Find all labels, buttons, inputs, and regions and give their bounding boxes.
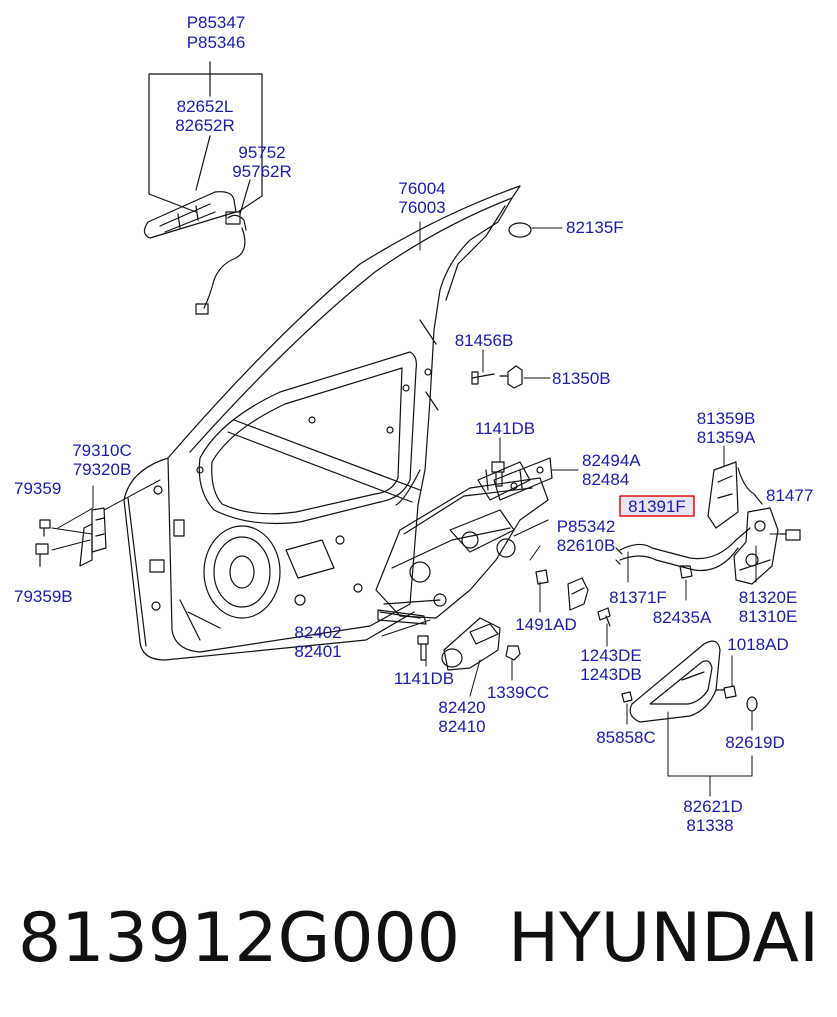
leader-lines xyxy=(51,221,781,797)
label-81359A: 81359A xyxy=(697,428,756,447)
part-number-caption: 813912G000 xyxy=(18,898,461,978)
label-82484: 82484 xyxy=(582,470,629,489)
label-79359B: 79359B xyxy=(14,587,73,606)
inside-handle-cable-81371F xyxy=(615,527,751,572)
label-95762R: 95762R xyxy=(232,162,292,181)
label-82435A: 82435A xyxy=(653,608,712,627)
clip-1491AD xyxy=(535,569,549,585)
latch-screw-81477 xyxy=(779,529,801,541)
label-82410: 82410 xyxy=(438,717,485,736)
label-81350B: 81350B xyxy=(552,369,611,388)
screw-1018AD xyxy=(715,685,737,699)
striker-81350B xyxy=(499,365,523,389)
label-82401: 82401 xyxy=(294,642,341,661)
label-79310C: 79310C xyxy=(72,441,132,460)
label-81338: 81338 xyxy=(686,816,733,835)
label-82652R: 82652R xyxy=(175,116,235,135)
hinge-bolt-79359B xyxy=(35,543,49,567)
label-76004: 76004 xyxy=(398,179,445,198)
footer-caption: 813912G000 HYUNDAI xyxy=(18,888,819,988)
plug-82619D xyxy=(746,696,758,712)
label-1141DB-bottom: 1141DB xyxy=(394,669,454,688)
label-p85342: P85342 xyxy=(557,517,616,536)
label-82652L: 82652L xyxy=(177,97,234,116)
window-regulator xyxy=(375,461,549,619)
front-door-panel xyxy=(123,185,521,661)
label-82610B: 82610B xyxy=(557,536,616,555)
label-82135F: 82135F xyxy=(566,218,624,237)
bolt-1141DB-bottom xyxy=(417,635,429,661)
label-82494A: 82494A xyxy=(582,451,641,470)
label-76003: 76003 xyxy=(398,198,445,217)
grommet-82135F xyxy=(508,222,532,238)
label-79320B: 79320B xyxy=(73,460,132,479)
label-81359B: 81359B xyxy=(697,409,756,428)
regulator-rail-82402 xyxy=(377,609,427,625)
label-p85346: P85346 xyxy=(187,33,246,52)
label-1243DB: 1243DB xyxy=(580,665,641,684)
label-81371F: 81371F xyxy=(609,588,667,607)
label-1243DE: 1243DE xyxy=(580,646,641,665)
latch-cover-81359B xyxy=(707,461,763,529)
bolt-81456B xyxy=(471,371,495,385)
brand-caption: HYUNDAI xyxy=(507,898,819,978)
label-82619D: 82619D xyxy=(725,733,785,752)
label-82420: 82420 xyxy=(438,698,485,717)
bolt-1243DE xyxy=(597,607,611,627)
door-parts-diagram: P85347 P85346 82652L 82652R 95752 95762R… xyxy=(14,13,813,835)
label-81391F: 81391F xyxy=(628,497,686,516)
leader-lines-handle xyxy=(148,61,263,215)
regulator-bracket-82494A xyxy=(493,457,553,501)
door-hinge-79310C xyxy=(79,507,107,567)
label-85858C: 85858C xyxy=(596,728,656,747)
label-79359: 79359 xyxy=(14,479,61,498)
highlight-box-81391F xyxy=(619,495,695,517)
label-81456B: 81456B xyxy=(455,331,514,350)
handle-cable-harness xyxy=(195,211,247,315)
inside-handle-bracket-82610B xyxy=(567,577,589,611)
cable-clip-82435A xyxy=(679,565,693,579)
label-95752: 95752 xyxy=(238,143,285,162)
outside-door-handle xyxy=(143,191,237,239)
label-82402: 82402 xyxy=(294,623,341,642)
label-1491AD: 1491AD xyxy=(515,615,576,634)
label-1018AD: 1018AD xyxy=(727,635,788,654)
label-1339CC: 1339CC xyxy=(487,683,549,702)
regulator-motor xyxy=(441,617,501,671)
inside-handle-82621D xyxy=(629,640,721,723)
hinge-bolt-79359 xyxy=(39,519,51,537)
clip-85858C xyxy=(621,691,633,703)
label-81320E: 81320E xyxy=(739,588,798,607)
label-p85347: P85347 xyxy=(187,13,246,32)
label-81477: 81477 xyxy=(766,486,813,505)
label-1141DB-top: 1141DB xyxy=(475,419,535,438)
nut-1339CC xyxy=(505,645,521,661)
label-81310E: 81310E xyxy=(739,607,798,626)
bolt-1141DB-top xyxy=(491,461,505,487)
part-labels: P85347 P85346 82652L 82652R 95752 95762R… xyxy=(14,13,813,835)
door-latch-81320E xyxy=(733,507,779,585)
label-82621D: 82621D xyxy=(683,797,743,816)
